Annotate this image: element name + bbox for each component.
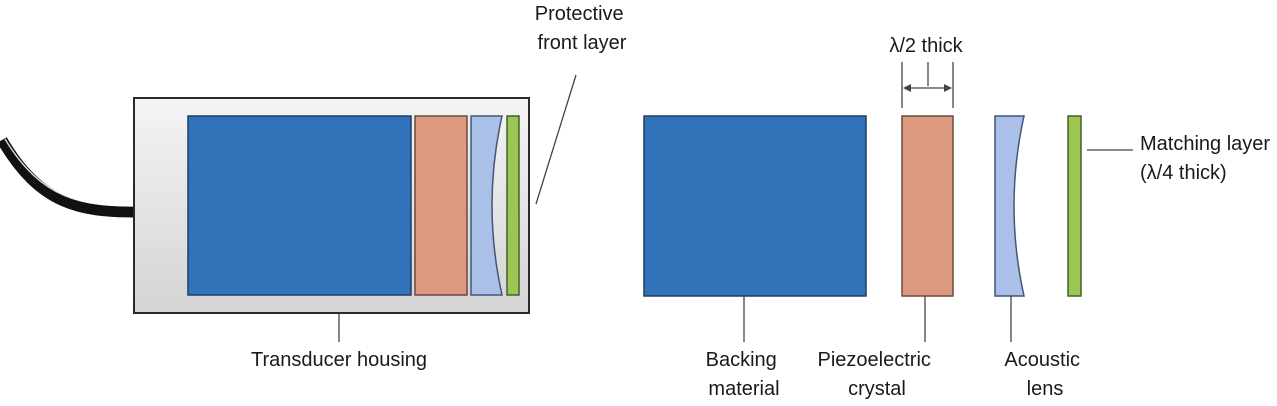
assembled-piezoelectric-crystal <box>414 115 468 296</box>
exploded-components <box>643 115 1082 297</box>
cable <box>0 137 137 218</box>
matching-layer-label: Matching layer (λ/4 thick) <box>1140 133 1276 184</box>
assembled-backing-material <box>187 115 412 296</box>
protective-front-layer-label: Protective front layer <box>535 3 630 54</box>
transducer-housing-label: Transducer housing <box>251 349 427 371</box>
thickness-dimension <box>901 62 954 108</box>
acoustic-lens-label: Acoustic lens <box>1004 349 1085 400</box>
half-wave-thickness-label: λ/2 thick <box>889 35 963 57</box>
protective-layer-leader <box>535 74 577 205</box>
backing-material-label: Backing material <box>706 349 783 400</box>
assembled-matching-layer <box>506 115 520 296</box>
leader-lines <box>338 74 1133 342</box>
matching-layer-block <box>1067 115 1082 297</box>
acoustic-lens-block <box>994 115 1025 297</box>
backing-material-block <box>643 115 867 297</box>
piezoelectric-crystal-block <box>901 115 954 297</box>
assembled-transducer <box>133 97 530 314</box>
piezoelectric-crystal-label: Piezoelectric crystal <box>818 349 937 400</box>
assembled-acoustic-lens <box>470 115 503 296</box>
